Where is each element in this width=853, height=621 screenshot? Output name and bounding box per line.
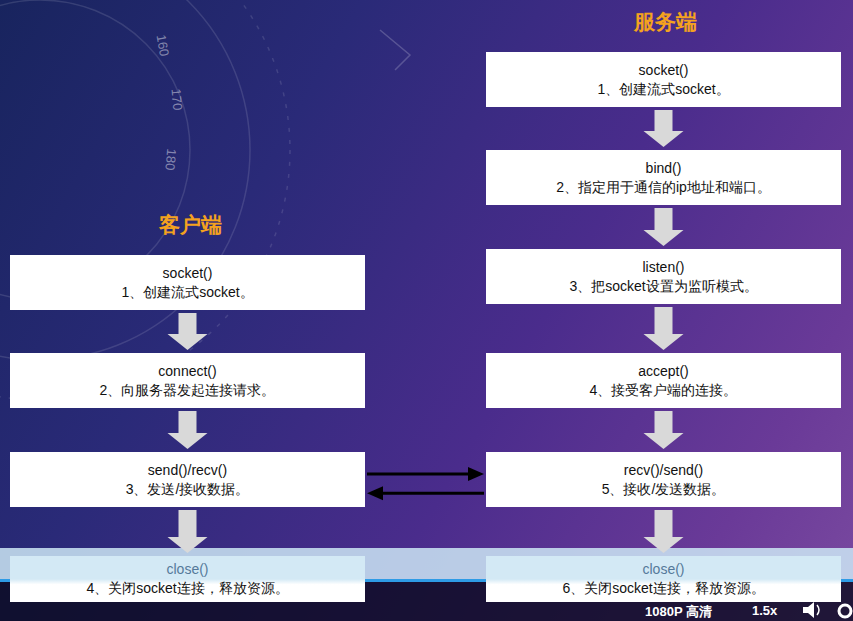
decor-number: 170: [168, 88, 185, 111]
side-heading: 客户端: [159, 211, 222, 239]
flow-arrow: [644, 208, 684, 246]
process-box: listen()3、把socket设置为监听模式。: [486, 249, 841, 304]
step-description: 4、接受客户端的连接。: [496, 381, 831, 400]
flow-arrow: [367, 467, 484, 481]
gear-icon: [839, 605, 851, 617]
process-box: send()/recv()3、发送/接收数据。: [10, 452, 365, 507]
step-description: 2、指定用于通信的ip地址和端口。: [496, 178, 831, 197]
function-name: close(): [20, 560, 355, 579]
process-box: bind()2、指定用于通信的ip地址和端口。: [486, 150, 841, 205]
function-name: listen(): [496, 258, 831, 277]
step-description: 4、关闭socket连接，释放资源。: [20, 579, 355, 598]
process-box: socket()1、创建流式socket。: [486, 52, 841, 107]
flow-arrow: [644, 510, 684, 553]
step-description: 3、把socket设置为监听模式。: [496, 277, 831, 296]
flow-arrow: [367, 486, 484, 500]
video-quality: 1080P 高清: [645, 603, 712, 621]
step-description: 6、关闭socket连接，释放资源。: [496, 579, 831, 598]
step-description: 3、发送/接收数据。: [20, 480, 355, 499]
function-name: send()/recv(): [20, 461, 355, 480]
function-name: socket(): [20, 264, 355, 283]
step-description: 1、创建流式socket。: [496, 80, 831, 99]
function-name: accept(): [496, 362, 831, 381]
decor-arcs: [0, 0, 410, 400]
side-heading: 服务端: [634, 8, 697, 36]
function-name: socket(): [496, 61, 831, 80]
function-name: close(): [496, 560, 831, 579]
flow-arrow: [168, 313, 208, 350]
step-description: 2、向服务器发起连接请求。: [20, 381, 355, 400]
function-name: connect(): [20, 362, 355, 381]
function-name: bind(): [496, 159, 831, 178]
flow-arrow: [644, 110, 684, 147]
video-speed: 1.5x: [752, 603, 777, 618]
decor-number: 180: [162, 148, 179, 171]
flow-arrow: [644, 411, 684, 449]
process-box: close()6、关闭socket连接，释放资源。: [486, 556, 841, 602]
flow-arrow: [168, 411, 208, 449]
decor-number: 160: [154, 34, 173, 58]
step-description: 5、接收/发送数据。: [496, 480, 831, 499]
process-box: socket()1、创建流式socket。: [10, 255, 365, 310]
process-box: connect()2、向服务器发起连接请求。: [10, 353, 365, 408]
flow-arrow: [644, 307, 684, 350]
process-box: close()4、关闭socket连接，释放资源。: [10, 556, 365, 602]
speaker-icon: [803, 602, 819, 618]
process-box: accept()4、接受客户端的连接。: [486, 353, 841, 408]
function-name: recv()/send(): [496, 461, 831, 480]
step-description: 1、创建流式socket。: [20, 283, 355, 302]
flow-arrow: [168, 510, 208, 553]
process-box: recv()/send()5、接收/发送数据。: [486, 452, 841, 507]
